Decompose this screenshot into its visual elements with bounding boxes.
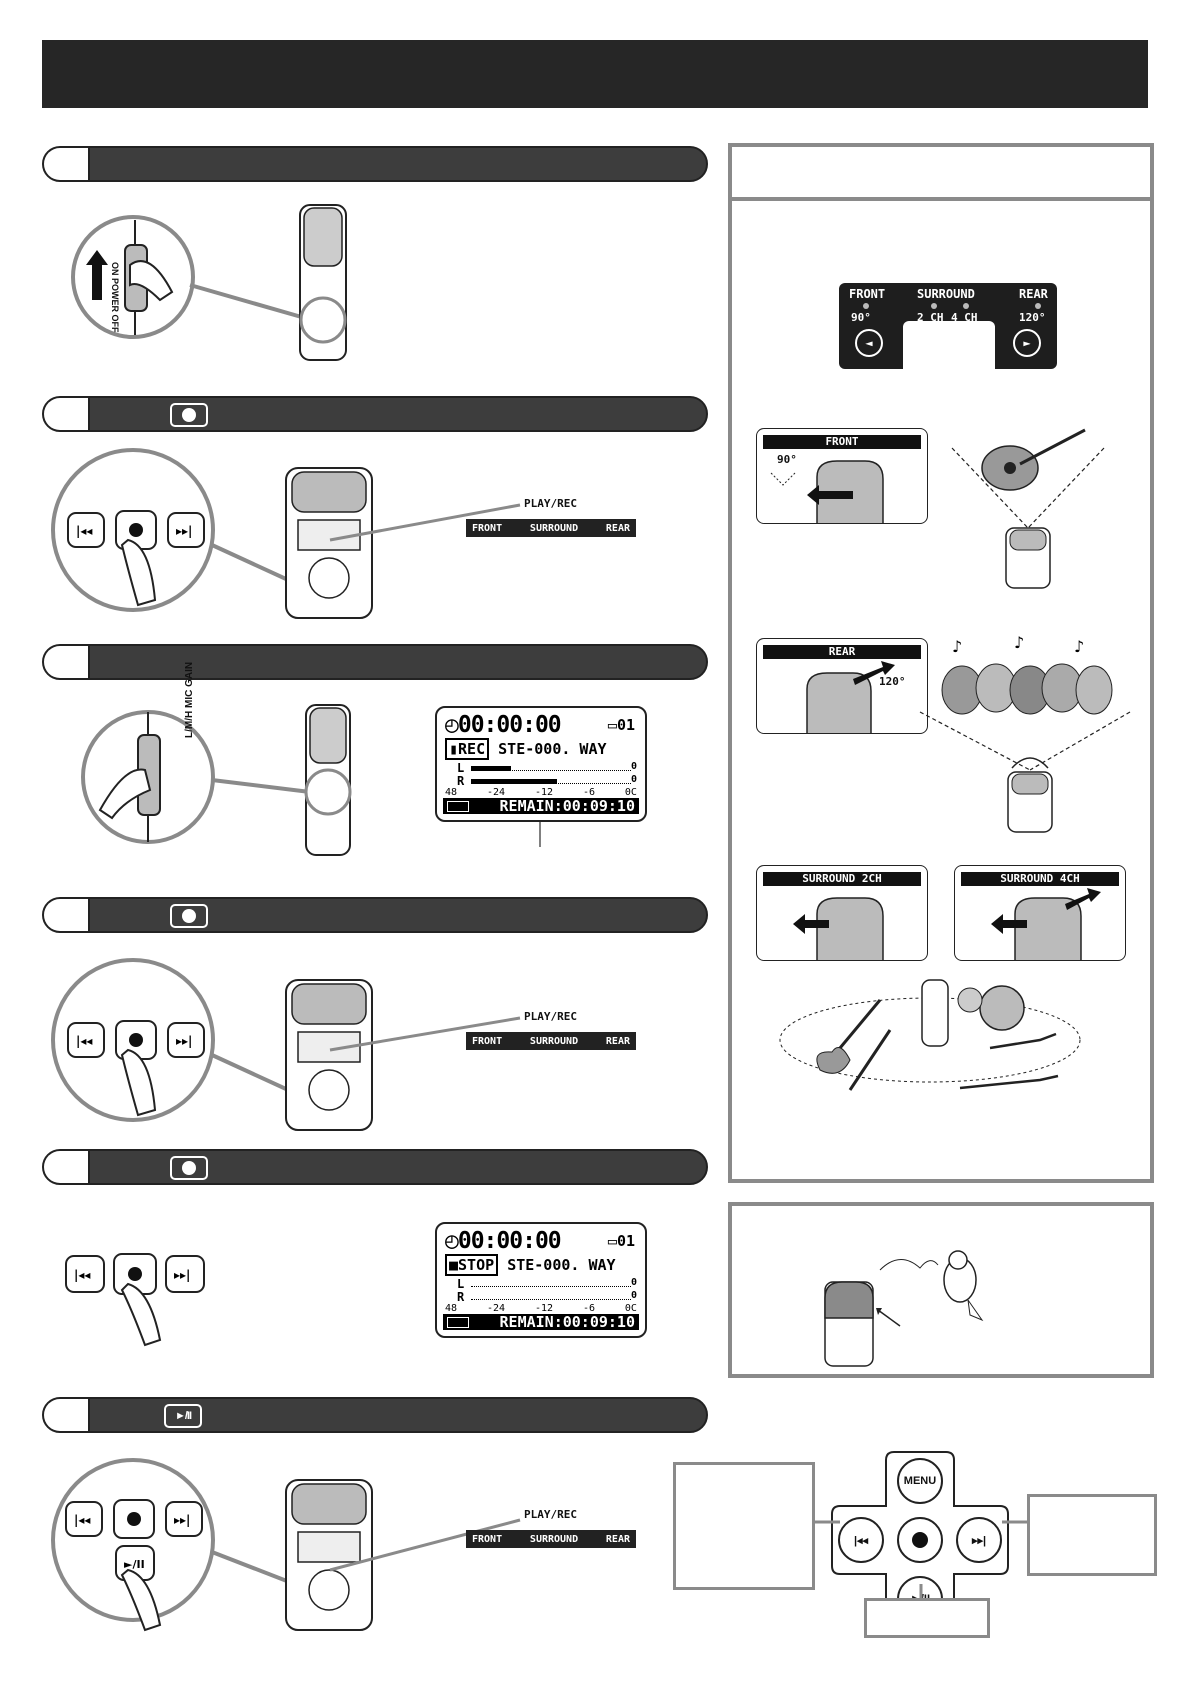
mode-card-rear: REAR 120°	[756, 638, 928, 734]
lcd-status: ■STOP STE-000. WAY	[445, 1254, 616, 1276]
fast-forward-icon: ▸▸|	[971, 1534, 987, 1547]
svg-text:♪: ♪	[1014, 633, 1024, 652]
fast-forward-button[interactable]: ▸▸|	[956, 1517, 1002, 1563]
record-button-icon	[170, 904, 208, 928]
svg-text:♪: ♪	[952, 637, 962, 656]
svg-text:|◂◂: |◂◂	[74, 1513, 90, 1527]
folder-icon: ▭01	[607, 1232, 635, 1250]
step-bar-1	[42, 146, 708, 182]
battery-icon	[447, 801, 469, 812]
singers-illustration: ♪ ♪ ♪	[941, 633, 1113, 715]
step-bar-2	[42, 396, 708, 432]
svg-text:|◂◂: |◂◂	[74, 1268, 90, 1282]
svg-text:|◂◂: |◂◂	[76, 1034, 92, 1048]
lcd-status: ▮REC STE-000. WAY	[445, 738, 607, 760]
step-number-1	[44, 148, 90, 180]
svg-text:▸▸|: ▸▸|	[174, 1513, 190, 1527]
mode-selector: FRONT SURROUND REAR 90° 2 CH 4 CH 120° ◄…	[839, 283, 1057, 369]
svg-text:♪: ♪	[1074, 637, 1084, 656]
play-rec-label: PLAY/REC	[524, 1010, 577, 1023]
title-bar	[42, 40, 1148, 108]
lcd-recording: ◴00:00:00 ▭01 ▮REC STE-000. WAY L R 0 0 …	[435, 706, 647, 822]
mode-strip: FRONT SURROUND REAR	[466, 1530, 636, 1548]
meter-r	[471, 779, 557, 784]
step-number-5	[44, 1151, 90, 1183]
note-panel	[728, 1202, 1154, 1378]
lcd-time: ◴00:00:00	[445, 1228, 562, 1254]
play-rec-label: PLAY/REC	[524, 1508, 577, 1521]
svg-text:►/II: ►/II	[124, 1558, 145, 1571]
lcd-time: ◴00:00:00	[445, 712, 562, 738]
lcd-stopped: ◴00:00:00 ▭01 ■STOP STE-000. WAY L R 0 0…	[435, 1222, 647, 1338]
mode-card-front: FRONT 90°	[756, 428, 928, 524]
step-bar-5	[42, 1149, 708, 1185]
step-number-2	[44, 398, 90, 430]
record-icon	[912, 1532, 928, 1548]
remain-time: REMAIN:00:09:10	[443, 798, 639, 814]
record-button[interactable]	[897, 1517, 943, 1563]
step-bar-6: ►/II	[42, 1397, 708, 1433]
svg-text:▸▸|: ▸▸|	[176, 1034, 192, 1048]
mode-strip: FRONT SURROUND REAR	[466, 519, 636, 537]
left-arrow-icon: ◄	[855, 329, 883, 357]
step-number-6	[44, 1399, 90, 1431]
play-pause-button-icon: ►/II	[164, 1404, 202, 1428]
mode-card-surround-2ch: SURROUND 2CH	[756, 865, 928, 961]
callout-rewind	[673, 1462, 815, 1590]
step-bar-3	[42, 644, 708, 680]
play-rec-label: PLAY/REC	[524, 497, 577, 510]
svg-text:|◂◂: |◂◂	[76, 524, 92, 538]
bird-illustration	[824, 1250, 984, 1367]
menu-button[interactable]: MENU	[897, 1458, 943, 1504]
step-number-4	[44, 899, 90, 931]
panel-divider	[728, 197, 1154, 201]
record-button-icon	[170, 403, 208, 427]
right-arrow-icon: ►	[1013, 329, 1041, 357]
rewind-button[interactable]: |◂◂	[838, 1517, 884, 1563]
svg-text:▸▸|: ▸▸|	[174, 1268, 190, 1282]
step-bar-4	[42, 897, 708, 933]
right-panel-illustrations: ♪ ♪ ♪	[779, 428, 1131, 1091]
record-button-icon	[170, 1156, 208, 1180]
step-number-3	[44, 646, 90, 678]
battery-icon	[447, 1317, 469, 1328]
callout-fast-forward	[1027, 1494, 1157, 1576]
folder-icon: ▭01	[607, 716, 635, 734]
mode-card-surround-4ch: SURROUND 4CH	[954, 865, 1126, 961]
remain-time: REMAIN:00:09:10	[443, 1314, 639, 1330]
meter-l	[471, 766, 511, 771]
mode-strip: FRONT SURROUND REAR	[466, 1032, 636, 1050]
callout-play-pause	[864, 1598, 990, 1638]
svg-text:▸▸|: ▸▸|	[176, 524, 192, 538]
rewind-icon: |◂◂	[853, 1534, 869, 1547]
